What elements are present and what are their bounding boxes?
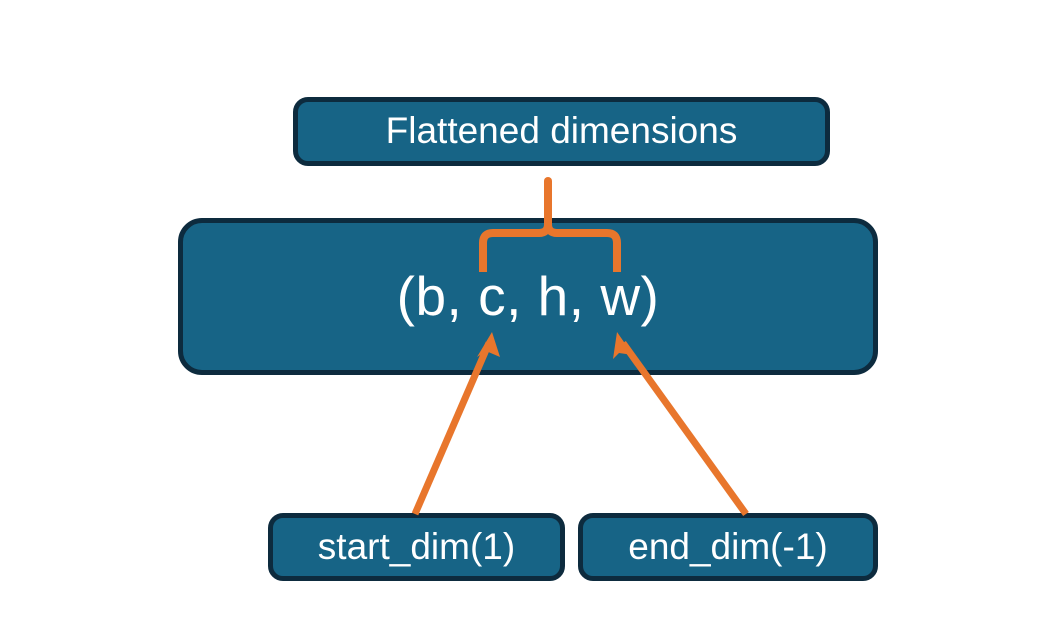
flattened-dimensions-node[interactable]: Flattened dimensions [293, 97, 830, 166]
end-dim-node[interactable]: end_dim(-1) [578, 513, 878, 581]
start-dim-node[interactable]: start_dim(1) [268, 513, 565, 581]
flattened-dimensions-label: Flattened dimensions [385, 110, 738, 152]
tensor-shape-label: (b, c, h, w) [396, 264, 660, 327]
start-dim-label: start_dim(1) [317, 525, 516, 567]
tensor-shape-node[interactable]: (b, c, h, w) [178, 218, 878, 375]
end-dim-label: end_dim(-1) [628, 525, 828, 567]
